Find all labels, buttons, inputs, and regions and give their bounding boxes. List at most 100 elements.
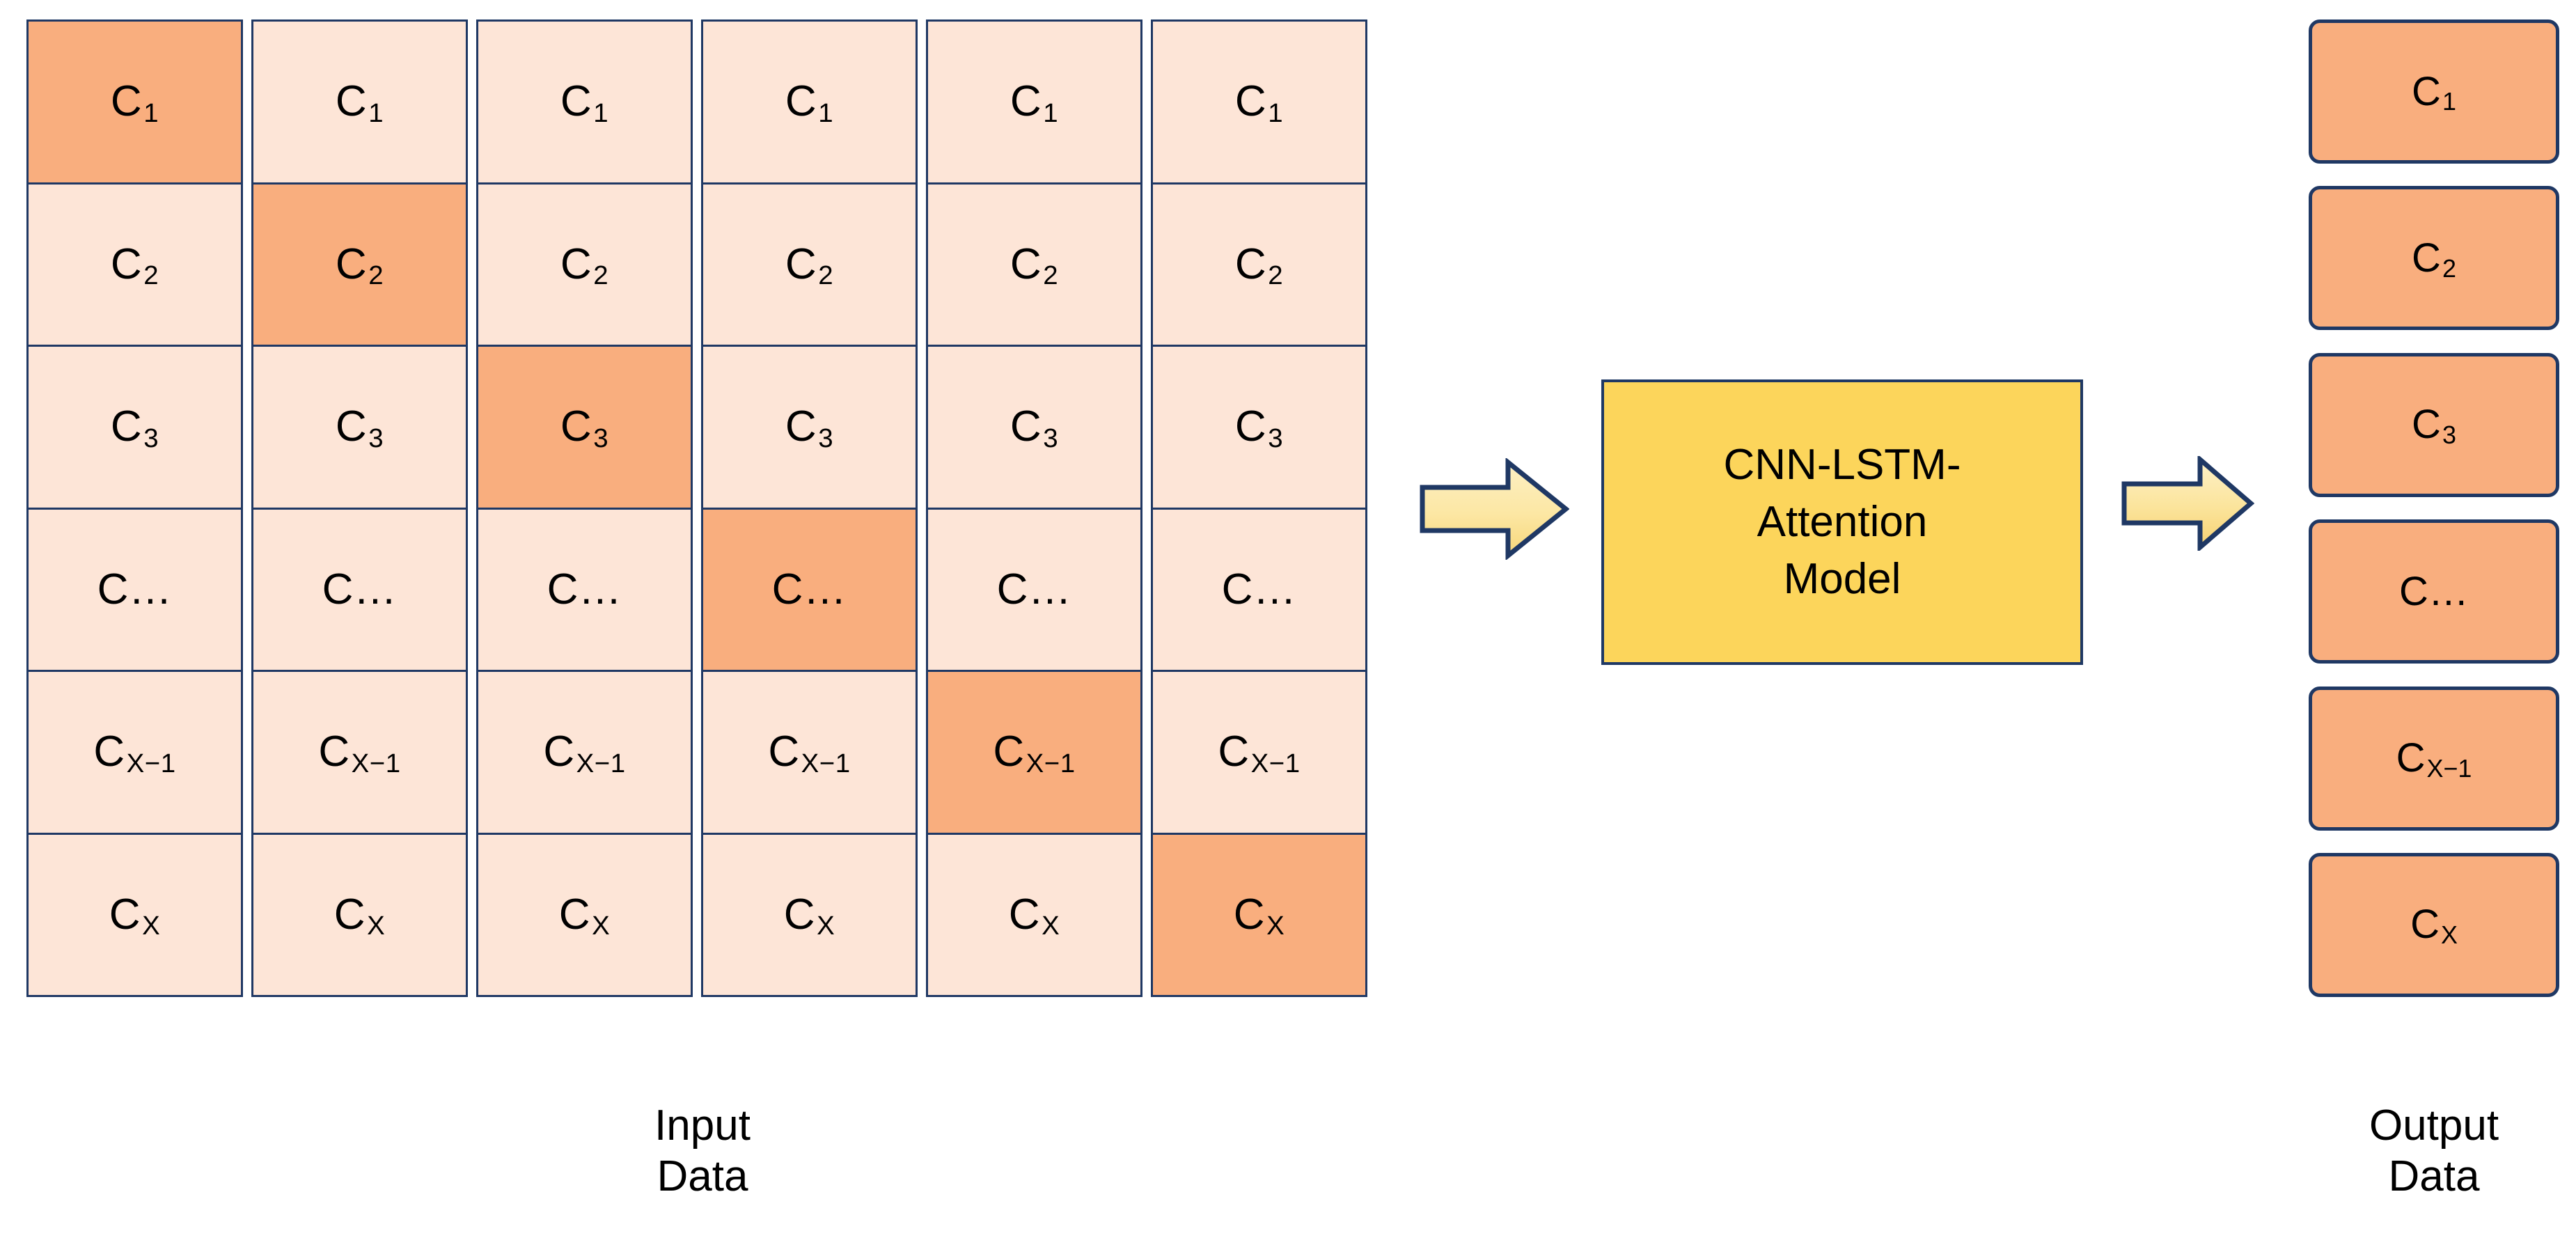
cell-label-subscript: 1 xyxy=(818,97,834,128)
cell-label-subscript: X xyxy=(592,911,611,941)
model-box: CNN-LSTM- Attention Model xyxy=(1601,379,2083,665)
right-arrow-icon xyxy=(1419,457,1570,561)
input-caption-line-1: Input xyxy=(654,1101,751,1150)
cell-label-base: C… xyxy=(547,565,622,613)
input-data-caption: Input Data xyxy=(26,1100,1379,1202)
output-box-label-base: C xyxy=(2412,235,2441,281)
model-label-line-3: Model xyxy=(1783,554,1901,603)
cell-label-base: C xyxy=(785,240,817,288)
cell-label-base: C xyxy=(543,728,575,776)
cell-label-base: C… xyxy=(322,565,398,613)
cell-label-base: C… xyxy=(771,565,847,613)
cell-label-subscript: X−1 xyxy=(576,748,626,778)
cell-label-subscript: 2 xyxy=(593,260,609,291)
cell-label-base: C xyxy=(1234,77,1267,126)
cell-label-subscript: 1 xyxy=(143,97,159,128)
cell-label-subscript: X−1 xyxy=(1026,748,1076,778)
output-caption-line-2: Data xyxy=(2388,1152,2480,1201)
cell-label-base: C… xyxy=(1221,565,1297,613)
cell-label-subscript: 2 xyxy=(1043,260,1059,291)
cell-label-base: C xyxy=(993,728,1025,776)
cell-label-subscript: 1 xyxy=(1043,97,1059,128)
cell-label-subscript: 3 xyxy=(1043,423,1059,453)
cell-label-base: C xyxy=(1008,890,1041,939)
model-label-line-2: Attention xyxy=(1757,498,1928,547)
cell-label-base: C xyxy=(1234,402,1267,451)
output-box: C… xyxy=(2309,519,2559,664)
input-grid-cell: C… xyxy=(476,507,693,672)
output-box-label-base: C xyxy=(2396,735,2426,781)
input-caption-line-2: Data xyxy=(657,1152,748,1201)
cell-label-base: C xyxy=(785,402,817,451)
cell-label-base: C xyxy=(335,77,368,126)
cell-label-subscript: 3 xyxy=(818,423,834,453)
cell-label-subscript: 2 xyxy=(368,260,384,291)
cell-label-subscript: X xyxy=(367,911,386,941)
cell-label-base: C xyxy=(1234,240,1267,288)
cell-label-subscript: 1 xyxy=(1268,97,1284,128)
cell-label-base: C xyxy=(1233,890,1266,939)
input-grid-cell: C… xyxy=(1151,507,1367,672)
cell-label-base: C… xyxy=(996,565,1072,613)
cell-label-base: C xyxy=(110,402,143,451)
output-box-label-subscript: 1 xyxy=(2442,87,2456,116)
cell-label-subscript: X−1 xyxy=(351,748,401,778)
cell-label-subscript: X−1 xyxy=(126,748,176,778)
output-data-caption: Output Data xyxy=(2295,1100,2573,1202)
cell-label-base: C xyxy=(768,728,800,776)
cell-label-subscript: 2 xyxy=(1268,260,1284,291)
cell-label-base: C xyxy=(109,890,141,939)
cell-label-base: C xyxy=(110,240,143,288)
input-grid-cell: C… xyxy=(251,507,468,672)
cell-label-subscript: X xyxy=(1266,911,1285,941)
cell-label-subscript: X−1 xyxy=(1250,748,1301,778)
cell-label-base: C xyxy=(333,890,366,939)
